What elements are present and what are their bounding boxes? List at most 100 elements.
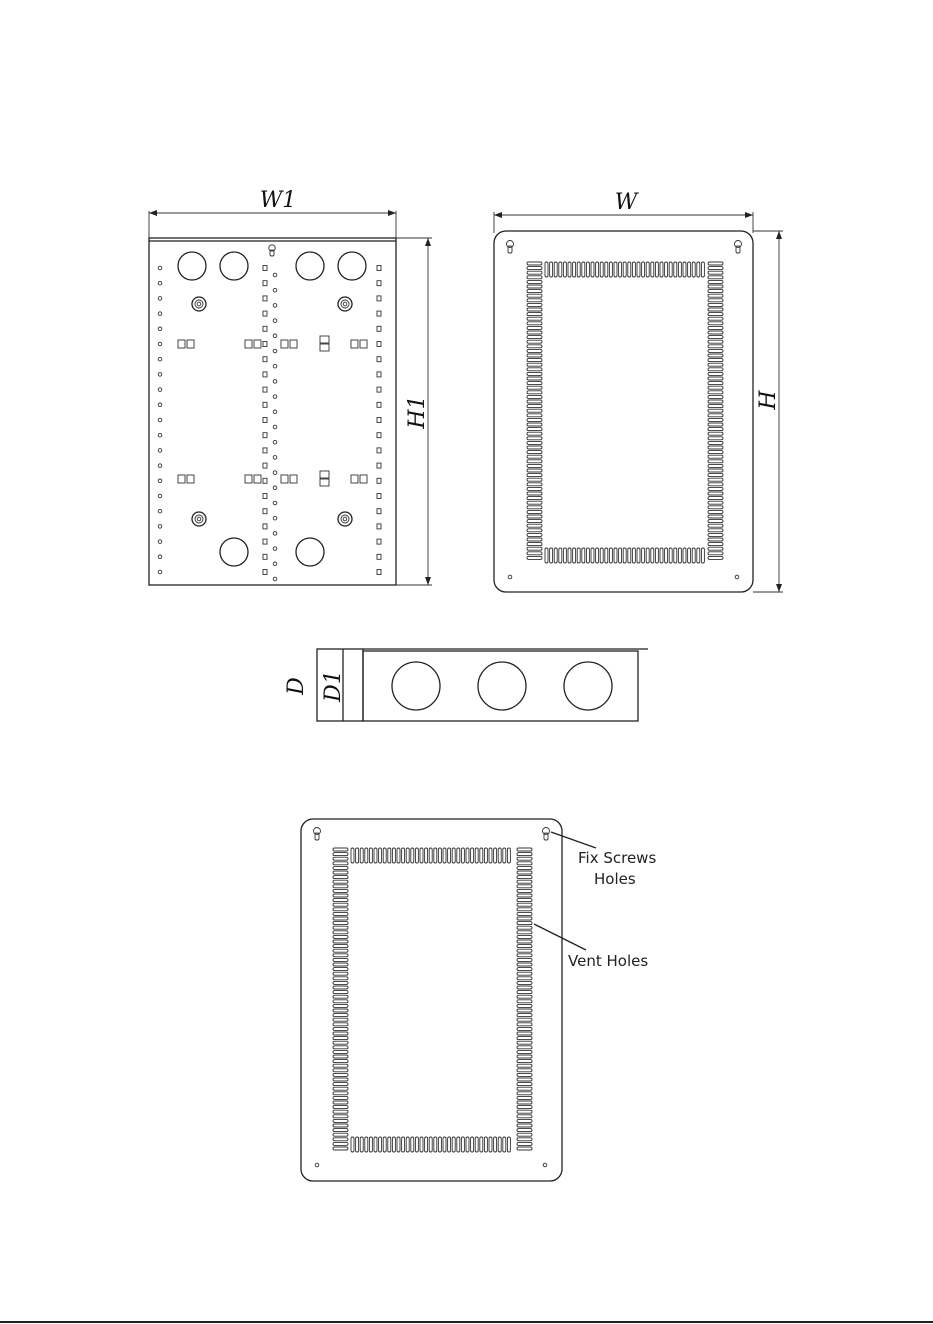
vent-slot (517, 853, 532, 856)
vent-slot (517, 1064, 532, 1067)
vent-slot (333, 894, 348, 897)
vent-slot (674, 262, 677, 277)
vent-slot (498, 848, 501, 863)
mount-hole (273, 273, 277, 277)
vent-slot (697, 548, 700, 563)
vent-slot (708, 515, 723, 518)
vent-slot (614, 548, 617, 563)
vent-slot (600, 548, 603, 563)
vent-holes-label: Vent Holes (568, 952, 648, 970)
small-hole-icon (543, 1163, 547, 1167)
vent-slot (333, 871, 348, 874)
fix-screws-label: Fix Screws (578, 849, 656, 867)
vent-slot (527, 515, 542, 518)
vent-slot (517, 995, 532, 998)
vent-slot (461, 1137, 464, 1152)
mount-hole (273, 547, 277, 551)
vent-slot (369, 848, 372, 863)
vent-slot (333, 954, 348, 957)
vent-slot (333, 853, 348, 856)
mount-hole (158, 464, 162, 468)
vent-slot (527, 543, 542, 546)
vent-slot (708, 483, 723, 486)
mount-hole (158, 540, 162, 544)
vent-slot (517, 1142, 532, 1145)
vent-slot (708, 395, 723, 398)
vent-slot (669, 548, 672, 563)
mount-hole (158, 479, 162, 483)
vent-slot (619, 262, 622, 277)
vent-slot (527, 510, 542, 513)
vent-slot (527, 552, 542, 555)
mount-hole (158, 327, 162, 331)
vent-slot (333, 958, 348, 961)
vent-slot (527, 474, 542, 477)
vent-slot (527, 271, 542, 274)
vent-slot (517, 1124, 532, 1127)
vent-slot (527, 400, 542, 403)
mount-slot (263, 570, 267, 575)
vent-slot (623, 548, 626, 563)
mount-slot (377, 509, 381, 514)
vent-slot (480, 848, 483, 863)
vent-slot (351, 1137, 354, 1152)
vent-slot (632, 262, 635, 277)
vent-slot (527, 487, 542, 490)
vent-slot (527, 538, 542, 541)
vent-slot (527, 372, 542, 375)
vent-slot (527, 303, 542, 306)
vent-slot (452, 1137, 455, 1152)
mount-hole (158, 297, 162, 301)
vent-slot (333, 931, 348, 934)
vent-slot (517, 1073, 532, 1076)
vent-slot (527, 455, 542, 458)
vent-slot (392, 848, 395, 863)
dimension-w1-label: W1 (260, 188, 297, 213)
vent-slot (333, 1023, 348, 1026)
vent-slot (333, 876, 348, 879)
vent-slot (333, 972, 348, 975)
vent-slot (517, 1115, 532, 1118)
dimension-h-label: H (756, 390, 781, 411)
vent-slot (517, 866, 532, 869)
mount-slot (263, 387, 267, 392)
vent-slot (517, 968, 532, 971)
knockout-hole (338, 252, 366, 280)
vent-slot (333, 1124, 348, 1127)
vent-slot (333, 1133, 348, 1136)
vent-slot (586, 548, 589, 563)
vent-slot (489, 1137, 492, 1152)
vent-slot (708, 400, 723, 403)
vent-slot (397, 1137, 400, 1152)
vent-slot (365, 1137, 368, 1152)
vent-slot (708, 538, 723, 541)
vent-slot (708, 418, 723, 421)
vent-slot (527, 363, 542, 366)
vent-slot (708, 262, 723, 265)
vent-slot (577, 548, 580, 563)
vent-slot (448, 848, 451, 863)
vent-slot (628, 548, 631, 563)
vent-slot (517, 1129, 532, 1132)
vent-slot (527, 441, 542, 444)
vent-slot (708, 331, 723, 334)
mount-hole (273, 440, 277, 444)
mount-hole (158, 433, 162, 437)
vent-slot (333, 889, 348, 892)
vent-slot (517, 935, 532, 938)
vent-slot (708, 308, 723, 311)
vent-slot (708, 506, 723, 509)
vent-slot (517, 903, 532, 906)
vent-slot (708, 280, 723, 283)
vent-slot (360, 848, 363, 863)
vent-slot (517, 1000, 532, 1003)
vent-slot (708, 464, 723, 467)
vent-slot (517, 894, 532, 897)
square-slot (290, 475, 297, 483)
vent-slot (517, 1004, 532, 1007)
vent-slot (559, 548, 562, 563)
vent-slot (379, 848, 382, 863)
vent-slot (527, 501, 542, 504)
mount-slot (263, 433, 267, 438)
